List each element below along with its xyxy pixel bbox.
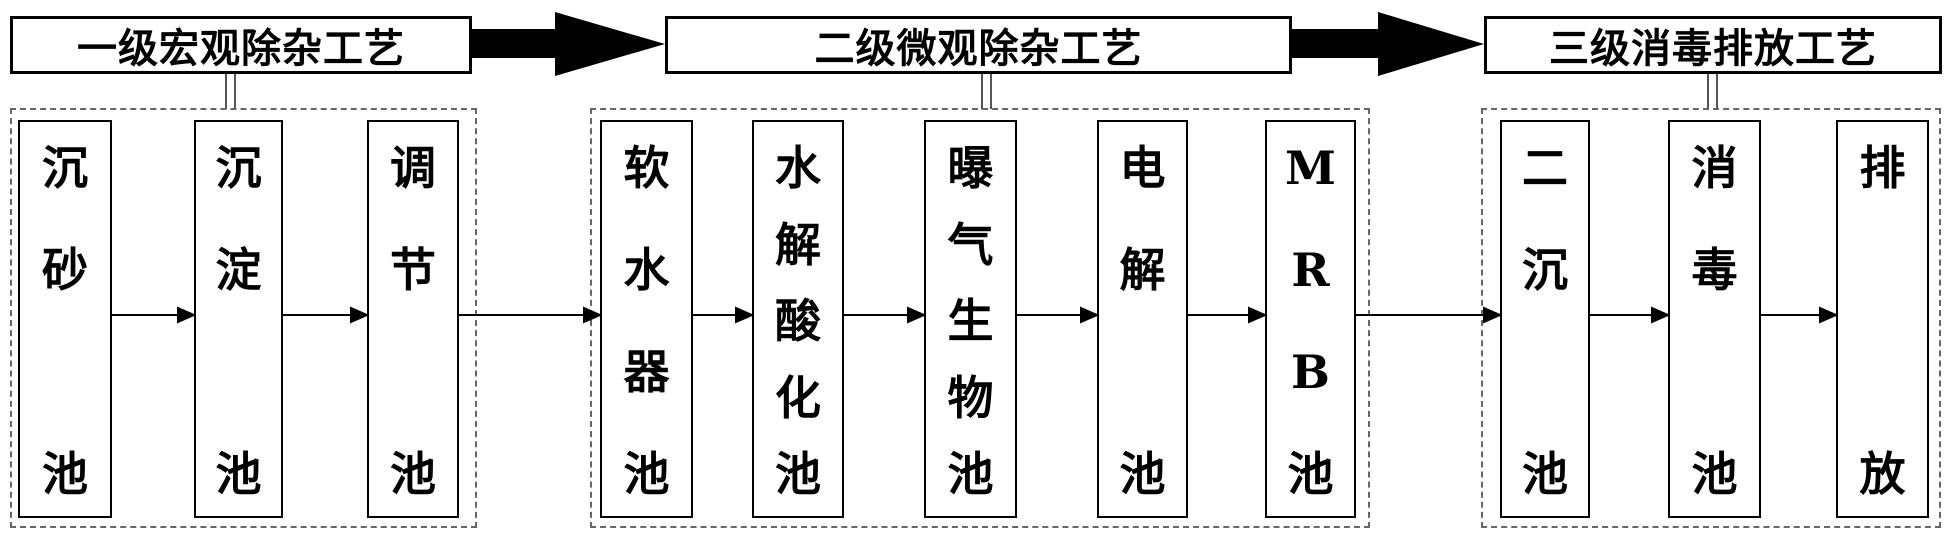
unit-char: 电	[1119, 141, 1166, 195]
unit-char: 沉	[42, 141, 88, 195]
unit-char: 池	[1522, 447, 1568, 501]
unit-char: 池	[775, 447, 821, 501]
unit-char: 曝	[947, 141, 994, 195]
unit-char: 沉	[1522, 243, 1568, 297]
unit-char: 气	[947, 217, 994, 272]
stage-1-group	[10, 108, 477, 528]
unit-char: 池	[390, 447, 436, 501]
unit-char: 解	[775, 217, 821, 272]
unit-char: R	[1291, 243, 1330, 297]
unit-grit: 沉砂池	[18, 120, 112, 518]
flow-arrowhead-3	[583, 306, 603, 324]
flow-arrowhead-10	[1819, 306, 1839, 324]
unit-char: 排	[1859, 141, 1906, 195]
stage-arrow-2-to-3	[1290, 12, 1484, 76]
unit-char: 消	[1691, 141, 1738, 195]
unit-char: 池	[947, 447, 994, 501]
stage-title-3: 三级消毒排放工艺	[1484, 16, 1942, 74]
unit-char: 水	[623, 243, 670, 297]
stage-title-2: 二级微观除杂工艺	[665, 16, 1292, 74]
unit-char: 生	[947, 294, 994, 348]
stage-2-connector	[981, 74, 992, 109]
unit-char: 物	[947, 370, 994, 425]
unit-char: 酸	[775, 294, 821, 348]
stage-3-connector	[1707, 74, 1718, 109]
unit-char: 软	[623, 141, 670, 195]
unit-char: 毒	[1691, 243, 1738, 297]
unit-char: 解	[1119, 243, 1166, 297]
stage-title-1: 一级宏观除杂工艺	[10, 16, 472, 74]
unit-char: 节	[390, 243, 436, 297]
unit-char: 砂	[42, 243, 88, 297]
unit-char: 二	[1522, 141, 1568, 195]
unit-electrolysis: 电解池	[1097, 120, 1188, 518]
unit-char: 放	[1859, 447, 1906, 501]
stage-1-connector	[225, 74, 236, 109]
flow-arrowhead-4	[735, 306, 755, 324]
stage-arrow-1-to-2	[470, 12, 665, 76]
unit-char: 调	[390, 141, 436, 195]
unit-char: 淀	[215, 243, 262, 297]
unit-char: 池	[623, 447, 670, 501]
flow-arrowhead-9	[1651, 306, 1671, 324]
stage-3-group	[1481, 108, 1941, 528]
flow-arrowhead-6	[1080, 306, 1100, 324]
unit-hydrolysis: 水解酸化池	[752, 120, 844, 518]
flow-arrowhead-7	[1248, 306, 1268, 324]
unit-char: 池	[1287, 447, 1334, 501]
unit-char: 器	[623, 345, 670, 399]
unit-sedimentation: 沉淀池	[194, 120, 283, 518]
unit-discharge: 排放	[1836, 120, 1929, 518]
flow-arrowhead-5	[907, 306, 927, 324]
flow-arrowhead-1	[177, 306, 197, 324]
flow-arrowhead-2	[350, 306, 370, 324]
unit-regulating: 调节池	[367, 120, 459, 518]
unit-char: 水	[775, 141, 821, 195]
unit-char: 池	[215, 447, 262, 501]
unit-char: 沉	[215, 141, 262, 195]
unit-secondary-clarifier: 二沉池	[1500, 120, 1590, 518]
unit-char: 化	[775, 370, 821, 425]
unit-char: 池	[42, 447, 88, 501]
unit-softener: 软水器池	[600, 120, 693, 518]
unit-disinfection: 消毒池	[1668, 120, 1761, 518]
flow-arrowhead-8	[1483, 306, 1503, 324]
unit-char: B	[1291, 345, 1330, 399]
unit-char: 池	[1119, 447, 1166, 501]
unit-char: 池	[1691, 447, 1738, 501]
unit-char: M	[1285, 141, 1336, 195]
unit-aeration: 曝气生物池	[924, 120, 1017, 518]
